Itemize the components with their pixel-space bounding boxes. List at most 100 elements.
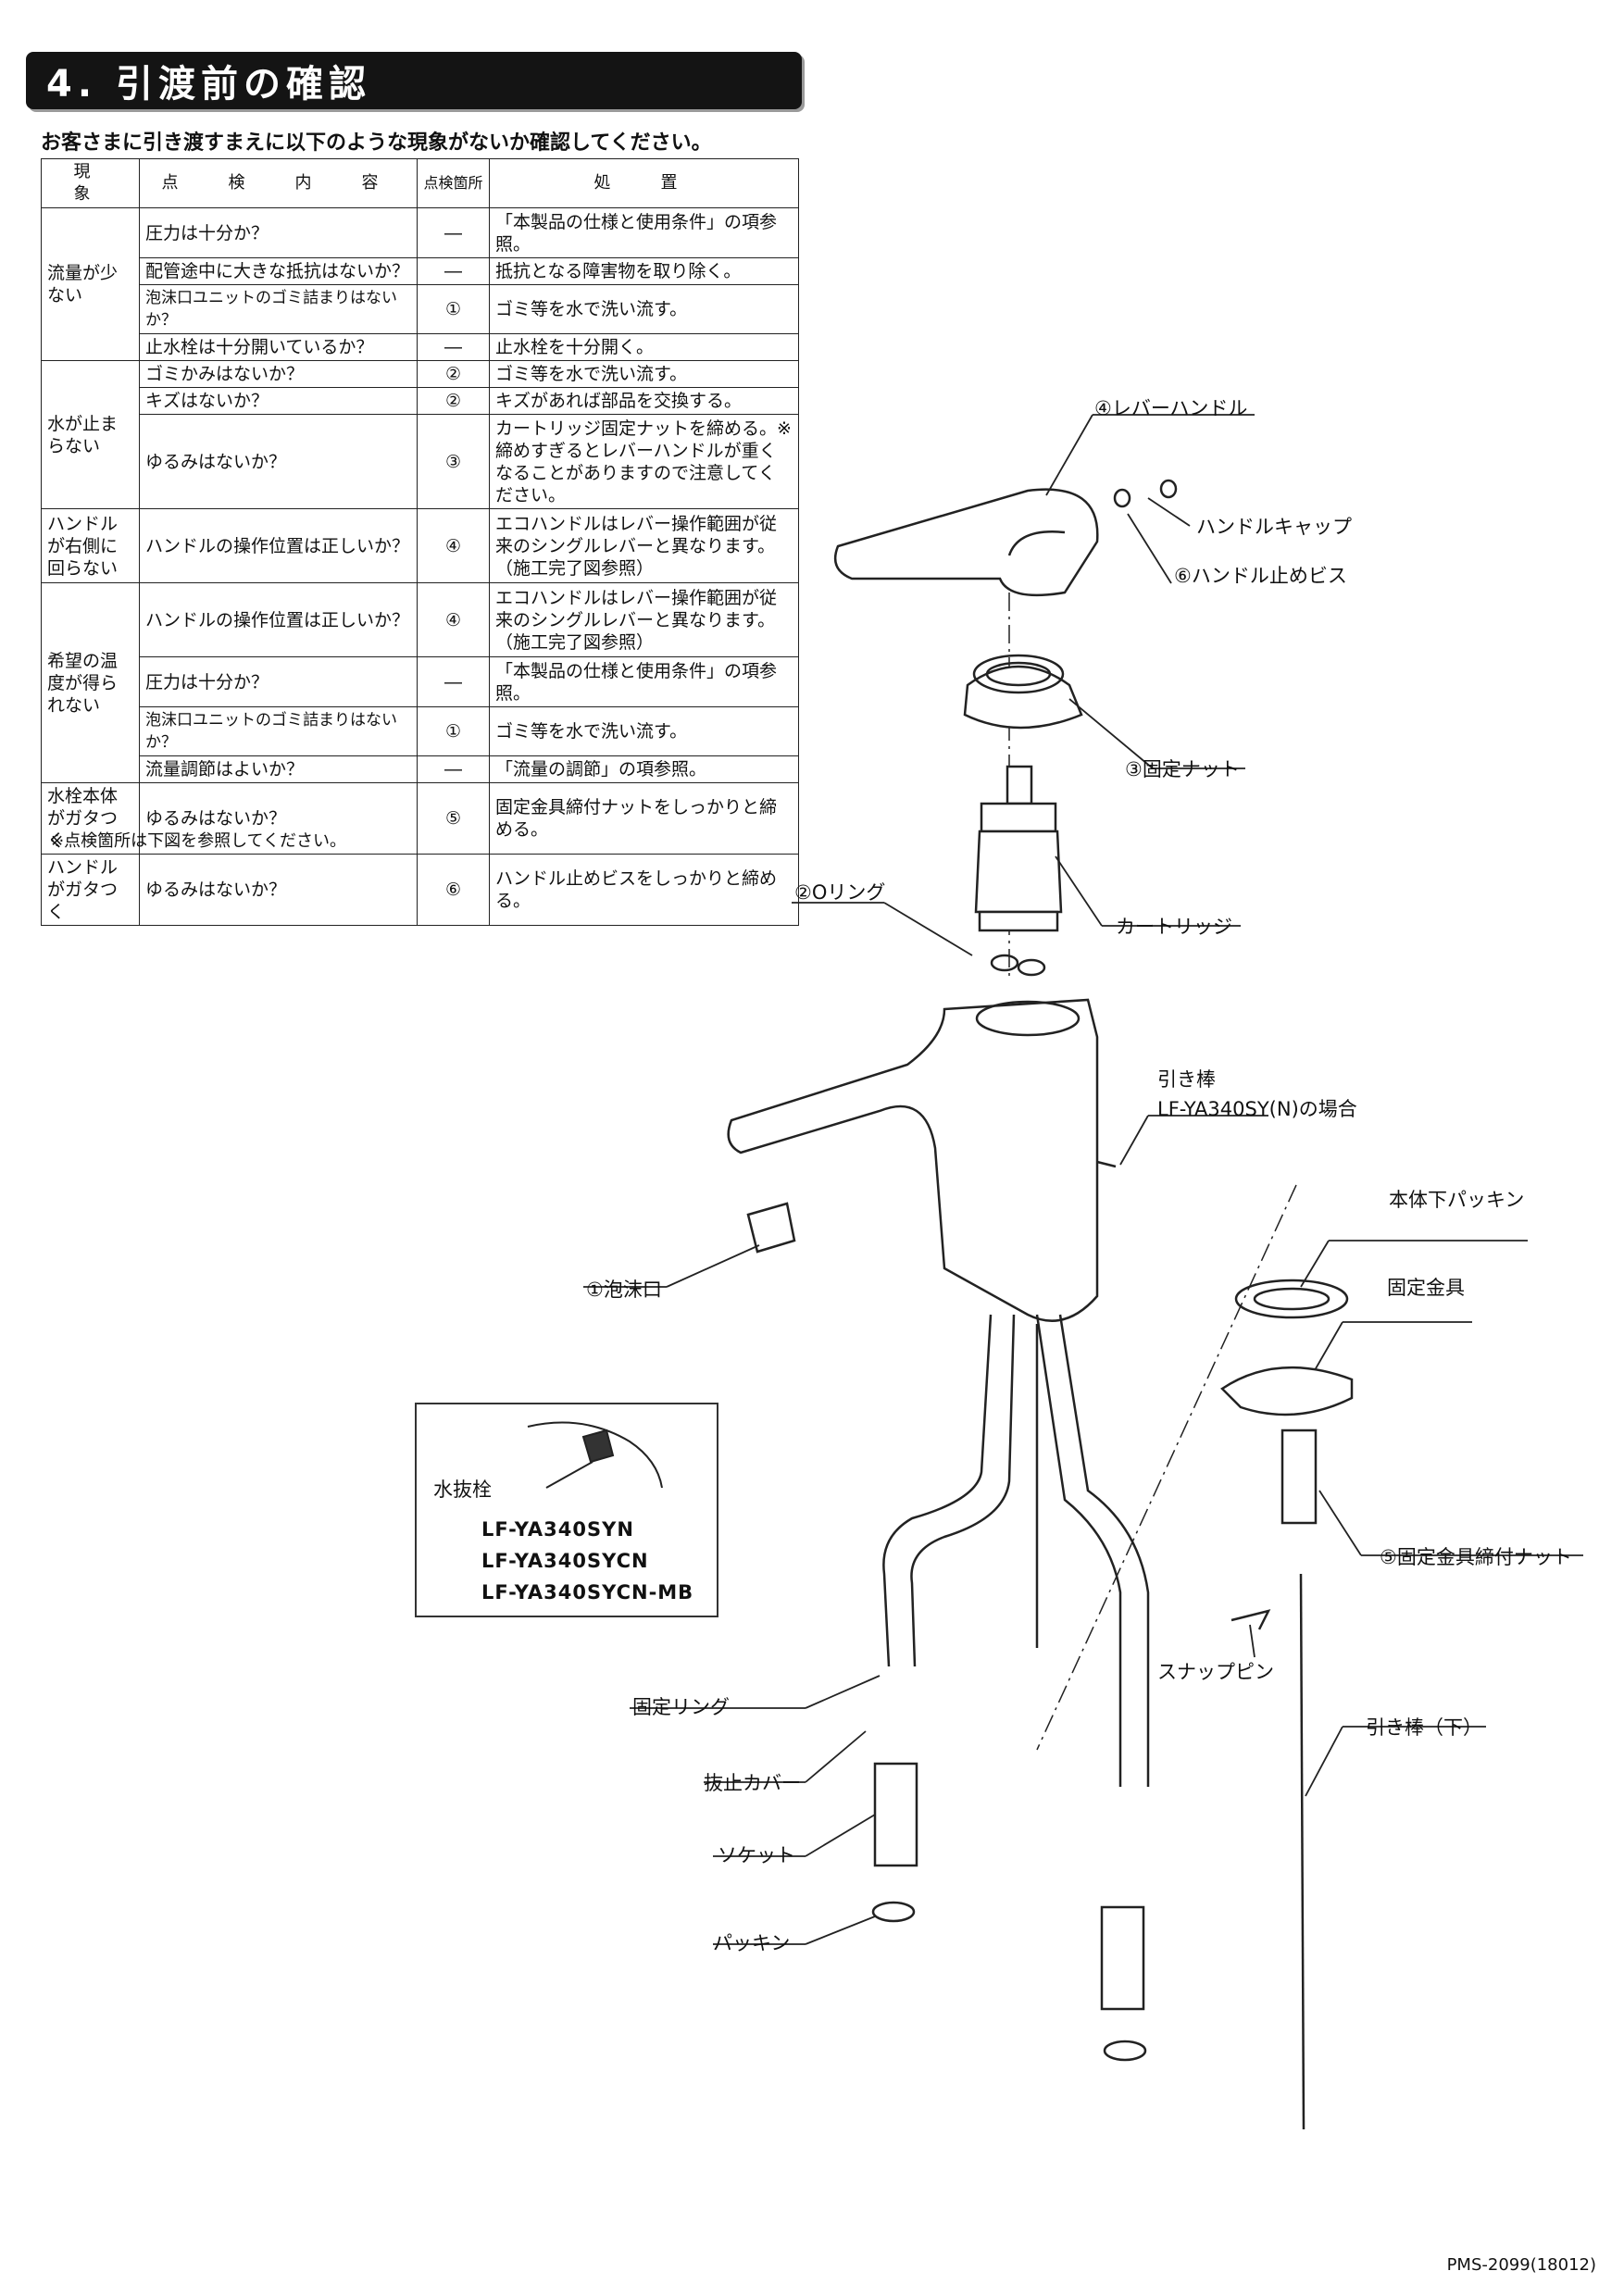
drain-plug-drawing: [527, 1421, 663, 1489]
table-row: 泡沫口ユニットのゴミ詰まりはないか？ ① ゴミ等を水で洗い流す。: [42, 284, 799, 334]
cartridge-part: [974, 765, 1063, 932]
table-row: 希望の温度が得られない ハンドルの操作位置は正しいか？ ④ エコハンドルはレバー…: [41, 582, 799, 783]
body-packing-part: [1234, 1279, 1349, 1319]
phenomenon-cell: ハンドルがガタつく: [41, 854, 140, 926]
packing-part: [871, 1901, 916, 1923]
label-socket: ソケット: [718, 1844, 795, 1866]
label-aerator: ①泡沫口: [586, 1279, 662, 1301]
action-cell: 「本製品の仕様と使用条件」の項参照。: [489, 656, 799, 707]
location-cell: ②: [417, 387, 490, 415]
location-cell: ⑥: [417, 854, 490, 926]
label-fixing-nut: ③固定ナット: [1125, 758, 1240, 780]
action-cell: キズがあれば部品を交換する。: [489, 387, 799, 415]
label-handle-screw: ⑥ハンドル止めビス: [1174, 565, 1347, 587]
action-cell: ゴミ等を水で洗い流す。: [489, 284, 799, 334]
table-note: ※点検箇所は下図を参照してください。: [50, 831, 347, 851]
model-number: LF-YA340SYN: [481, 1518, 634, 1541]
action-cell: ハンドル止めビスをしっかりと締める。: [489, 854, 799, 926]
fixing-nut-part: [963, 654, 1083, 730]
section-title-bar: 4. 引渡前の確認: [26, 52, 802, 109]
handle-cap-part: [1159, 479, 1178, 499]
location-cell: ③: [417, 414, 490, 509]
snap-pin-part: [1230, 1609, 1271, 1630]
table-row: ハンドルが右側に回らない ハンドルの操作位置は正しいか？ ④ エコハンドルはレバ…: [41, 508, 799, 583]
table-header-row: 現 象 点 検 内 容 点検箇所 処 置: [41, 158, 799, 208]
action-cell: 「本製品の仕様と使用条件」の項参照。: [489, 207, 799, 258]
action-cell: ゴミ等を水で洗い流す。: [489, 706, 799, 756]
label-lever-handle: ④レバーハンドル: [1094, 397, 1248, 419]
location-cell: ④: [417, 508, 490, 583]
location-cell: ①: [417, 284, 490, 334]
label-handle-cap: ハンドルキャップ: [1196, 516, 1352, 538]
action-cell: エコハンドルはレバー操作範囲が従来のシングルレバーと異なります。（施工完了図参照…: [489, 508, 799, 583]
table-row: 流量が少ない 圧力は十分か？ ― 「本製品の仕様と使用条件」の項参照。: [41, 207, 799, 361]
table-row: ハンドルがガタつく ゆるみはないか？ ⑥ ハンドル止めビスをしっかりと締める。: [41, 854, 799, 926]
label-fixing-bracket: 固定金具: [1387, 1277, 1465, 1299]
handle-screw-part: [1113, 488, 1131, 508]
action-cell: 抵抗となる障害物を取り除く。: [489, 257, 799, 285]
action-cell: エコハンドルはレバー操作範囲が従来のシングルレバーと異なります。（施工完了図参照…: [489, 582, 799, 657]
label-drain-plug: 水抜栓: [433, 1479, 492, 1501]
check-cell: ゆるみはないか？: [139, 854, 418, 926]
bracket-nut-part: [1280, 1429, 1318, 1525]
header-check: 点 検 内 容: [139, 158, 418, 208]
check-cell: 泡沫口ユニットのゴミ詰まりはないか？: [139, 706, 418, 756]
intro-text: お客さまに引き渡すまえに以下のような現象がないか確認してください。: [41, 131, 712, 155]
header-phenomenon: 現 象: [41, 158, 140, 208]
check-cell: ゆるみはないか？: [139, 782, 418, 855]
table-row: 泡沫口ユニットのゴミ詰まりはないか？ ① ゴミ等を水で洗い流す。: [42, 706, 799, 756]
table-row: 止水栓は十分開いているか？ ― 止水栓を十分開く。: [42, 333, 799, 361]
model-number: LF-YA340SYCN-MB: [481, 1581, 694, 1603]
phenomenon-cell: 希望の温度が得られない: [41, 582, 140, 783]
label-pull-rod-lower: 引き棒（下）: [1366, 1716, 1482, 1739]
phenomenon-cell: 水が止まらない: [41, 360, 140, 509]
phenomenon-cell: 水栓本体がガタつく: [41, 782, 140, 855]
aerator-part: [746, 1202, 796, 1254]
check-cell: 止水栓は十分開いているか？: [139, 333, 418, 361]
header-location: 点検箇所: [417, 158, 490, 208]
label-packing: パッキン: [713, 1932, 791, 1954]
label-o-ring: ②Oリング: [794, 881, 886, 904]
location-cell: ①: [417, 706, 490, 756]
packing-part: [1103, 2040, 1147, 2062]
lever-handle-part: [833, 488, 1099, 597]
check-cell: 泡沫口ユニットのゴミ詰まりはないか？: [139, 284, 418, 334]
supply-hose-part: [882, 1314, 1150, 1787]
action-cell: ゴミ等を水で洗い流す。: [489, 360, 799, 388]
table-row: 配管途中に大きな抵抗はないか？ ― 抵抗となる障害物を取り除く。: [42, 257, 799, 285]
label-body-packing: 本体下パッキン: [1389, 1189, 1525, 1211]
faucet-body-part: [727, 998, 1117, 1322]
o-ring-part: [1017, 958, 1046, 977]
phenomenon-cell: 流量が少ない: [41, 207, 140, 361]
label-snap-pin: スナップピン: [1157, 1661, 1274, 1683]
o-ring-part: [990, 954, 1019, 972]
location-cell: ⑤: [417, 782, 490, 855]
lower-pull-rod-part: [1299, 1573, 1305, 2130]
label-cover: 抜止カバー: [704, 1772, 801, 1794]
label-bracket-nut: ⑤固定金具締付ナット: [1380, 1546, 1572, 1568]
table-row: 圧力は十分か？ ― 「本製品の仕様と使用条件」の項参照。: [42, 656, 799, 707]
model-number: LF-YA340SYCN: [481, 1550, 649, 1572]
drain-plug-inset: 水抜栓 LF-YA340SYN LF-YA340SYCN LF-YA340SYC…: [415, 1403, 718, 1617]
section-title: 4. 引渡前の確認: [46, 63, 371, 106]
action-cell: 止水栓を十分開く。: [489, 333, 799, 361]
action-cell: カートリッジ固定ナットを締める。※締めすぎるとレバーハンドルが重くなることがあり…: [489, 414, 799, 509]
check-cell: 配管途中に大きな抵抗はないか？: [139, 257, 418, 285]
label-fixing-ring: 固定リング: [632, 1696, 730, 1718]
label-cartridge: カートリッジ: [1116, 916, 1232, 938]
bracket-axis-line: [1036, 1184, 1297, 1751]
table-row: 水が止まらない ゴミかみはないか？ ② ゴミ等を水で洗い流す。: [41, 360, 799, 509]
check-cell: ゴミかみはないか？: [139, 360, 418, 388]
document-code: PMS-2099(18012): [1446, 2255, 1596, 2275]
socket-part: [873, 1762, 1145, 2011]
inspection-table: 現 象 点 検 内 容 点検箇所 処 置 流量が少ない 圧力は十分か？ ― 「本…: [41, 158, 799, 926]
check-cell: ハンドルの操作位置は正しいか？: [139, 582, 418, 657]
fixing-bracket-part: [1220, 1366, 1354, 1416]
header-action: 処 置: [489, 158, 799, 208]
check-cell: ゆるみはないか？: [139, 414, 418, 509]
table-row: キズはないか？ ② キズがあれば部品を交換する。: [42, 387, 799, 415]
table-row: 水栓本体がガタつく ゆるみはないか？ ⑤ 固定金具締付ナットをしっかりと締める。: [41, 782, 799, 855]
label-pull-rod: 引き棒: [1157, 1068, 1216, 1091]
action-cell: 固定金具締付ナットをしっかりと締める。: [489, 782, 799, 855]
